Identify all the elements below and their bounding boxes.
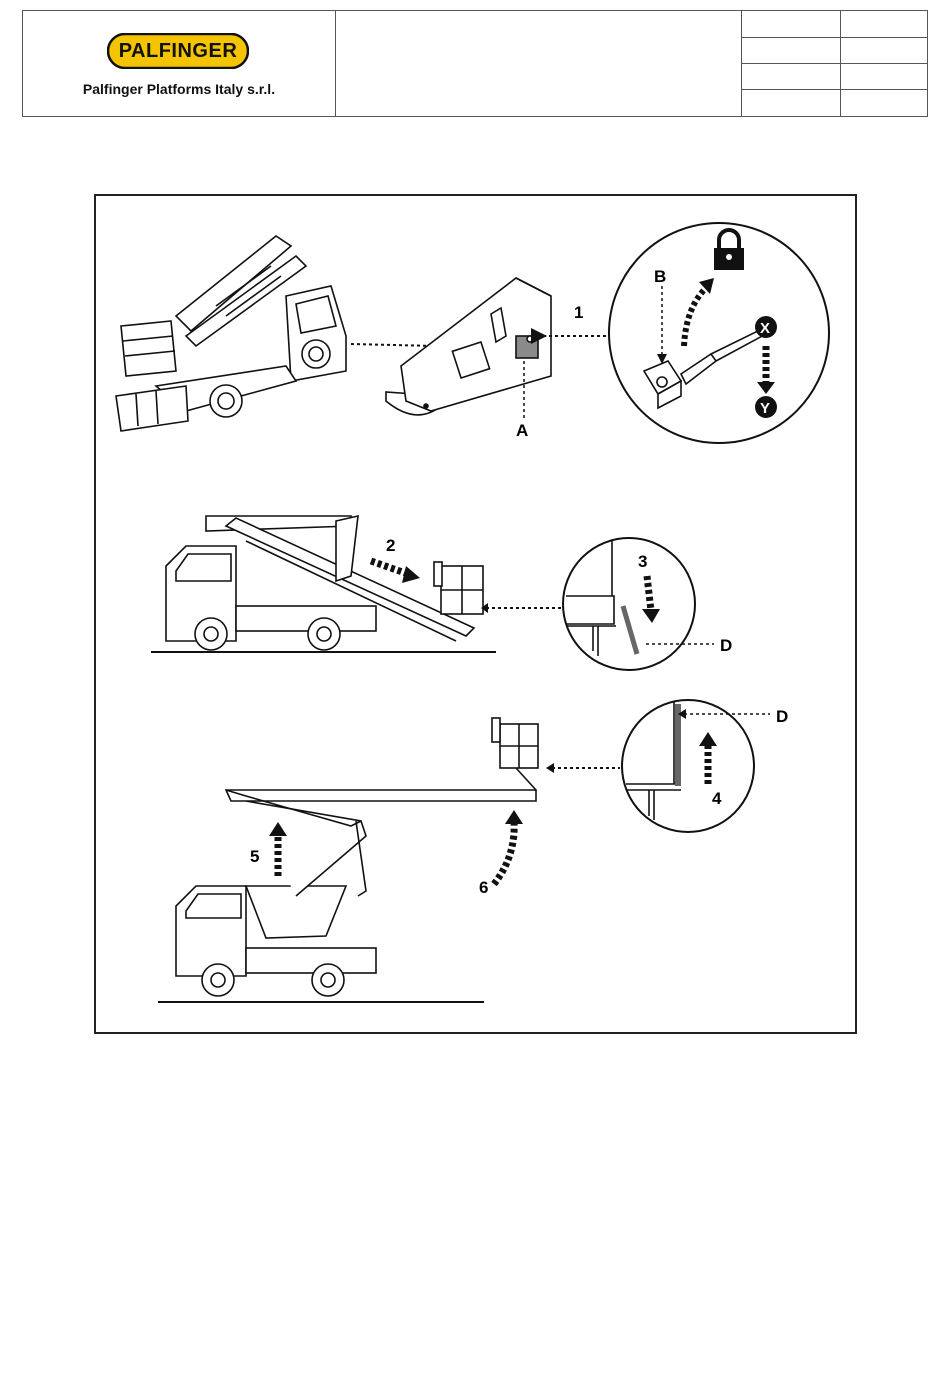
- meta-cell-2b: [841, 38, 927, 64]
- meta-cell-3b: [841, 64, 927, 90]
- bar-detail-circle-2: 4 D: [622, 700, 788, 832]
- arrow-step-6: [494, 821, 514, 884]
- callout-step-4: 4: [712, 789, 722, 808]
- meta-cell-4b: [841, 90, 927, 116]
- callout-label-x: X: [760, 320, 770, 337]
- callout-step-5: 5: [250, 847, 259, 866]
- procedure-figure: 1 A B: [94, 194, 857, 1034]
- title-cell: [335, 11, 742, 116]
- document-header: PALFINGER Palfinger Platforms Italy s.r.…: [22, 10, 928, 117]
- leader-line-1: [351, 344, 436, 346]
- meta-cell-4a: [741, 90, 841, 116]
- callout-step-3: 3: [638, 552, 647, 571]
- meta-cell-2a: [741, 38, 841, 64]
- callout-label-d-2: D: [776, 707, 788, 726]
- callout-label-d-1: D: [720, 636, 732, 655]
- valve-detail-circle: B X Y: [609, 223, 829, 443]
- callout-step-2: 2: [386, 536, 395, 555]
- procedure-illustration: 1 A B: [96, 196, 855, 1032]
- bar-detail-circle-1: 3 D: [563, 538, 732, 670]
- callout-step-1: 1: [574, 303, 583, 322]
- callout-label-y: Y: [760, 400, 770, 417]
- meta-cell-1b: [841, 11, 927, 38]
- truck-side-raised: [158, 718, 538, 1002]
- truck-perspective: [116, 236, 346, 431]
- logo-cell: PALFINGER Palfinger Platforms Italy s.r.…: [23, 11, 336, 116]
- company-name: Palfinger Platforms Italy s.r.l.: [23, 81, 335, 97]
- meta-cell-1a: [741, 11, 841, 38]
- control-box-detail: [386, 278, 551, 415]
- callout-label-a: A: [516, 421, 528, 440]
- callout-step-6: 6: [479, 878, 488, 897]
- meta-cell-3a: [741, 64, 841, 90]
- arrow-step-2: [371, 561, 408, 574]
- callout-label-b: B: [654, 267, 666, 286]
- logo-text: PALFINGER: [107, 40, 249, 63]
- truck-side-lowered: [151, 516, 496, 652]
